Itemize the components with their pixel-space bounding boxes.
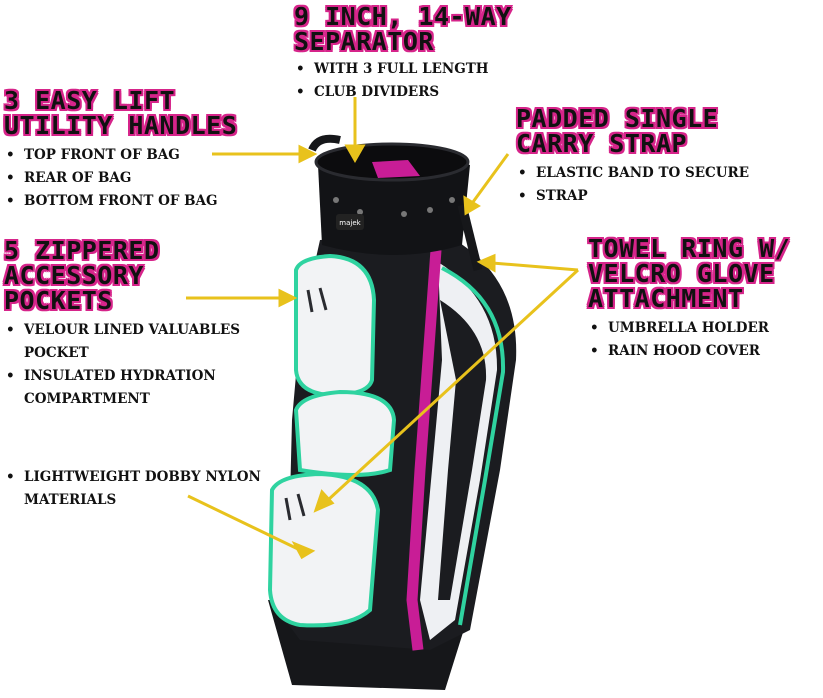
bullet-item: With 3 full length xyxy=(294,58,512,81)
heading-line: Carry Strap xyxy=(516,129,688,158)
callout-separator: 9 Inch, 14-Way Separator With 3 full len… xyxy=(294,4,512,104)
bag-side-stripe xyxy=(438,300,487,600)
heading-line: 5 Zippered xyxy=(4,236,160,265)
heading-line: Velcro Glove xyxy=(588,259,775,288)
bullet-item: Bottom front of bag xyxy=(4,190,237,213)
callout-handles-bullets: Top front of bag Rear of bag Bottom fron… xyxy=(4,144,237,213)
bullet-item: strap xyxy=(516,185,749,208)
callout-handles: 3 Easy Lift Utility Handles Top front of… xyxy=(4,88,237,213)
callout-towel: Towel Ring w/ Velcro Glove Attachment Um… xyxy=(588,236,790,363)
arrow-separator xyxy=(344,97,366,164)
arrow-towel-a xyxy=(476,253,579,273)
heading-line: Separator xyxy=(294,27,434,56)
bullet-item: Rear of bag xyxy=(4,167,237,190)
bullet-item: club dividers xyxy=(294,81,512,104)
bullet-item: Velour lined valuables xyxy=(4,319,240,342)
callout-materials: Lightweight dobby nylon materials xyxy=(4,460,261,512)
carry-strap xyxy=(457,203,483,272)
callout-strap-heading: Padded Single Carry Strap xyxy=(516,106,749,156)
heading-line: Padded Single xyxy=(516,104,719,133)
heading-line: 9 Inch, 14-Way xyxy=(294,2,512,31)
callout-separator-bullets: With 3 full length club dividers xyxy=(294,58,512,104)
bullet-item: Umbrella holder xyxy=(588,317,790,340)
arrow-materials xyxy=(187,494,316,560)
callout-pockets-bullets: Velour lined valuables pocket Insulated … xyxy=(4,319,240,411)
brand-plate xyxy=(336,214,364,230)
middle-pocket xyxy=(293,389,397,477)
callout-handles-heading: 3 Easy Lift Utility Handles xyxy=(4,88,237,138)
bullet-item: Elastic band to secure xyxy=(516,162,749,185)
bullet-item: Lightweight dobby nylon xyxy=(4,466,261,489)
heading-line: Towel Ring w/ xyxy=(588,234,791,263)
bullet-continuation: materials xyxy=(24,492,117,508)
callout-towel-bullets: Umbrella holder Rain hood cover xyxy=(588,317,790,363)
callout-strap: Padded Single Carry Strap Elastic band t… xyxy=(516,106,749,208)
heading-line: Attachment xyxy=(588,284,744,313)
brand-label: majek xyxy=(339,219,361,227)
heading-line: Pockets xyxy=(4,286,113,315)
arrow-towel-b xyxy=(313,268,580,513)
bullet-item: Top front of bag xyxy=(4,144,237,167)
bag-top-pink-divider xyxy=(372,160,420,178)
bullet-continuation: compartment xyxy=(24,391,150,407)
upper-pocket xyxy=(294,253,377,398)
heading-line: 3 Easy Lift xyxy=(4,86,176,115)
callout-strap-bullets: Elastic band to secure strap xyxy=(516,162,749,208)
bullet-continuation: pocket xyxy=(24,345,89,361)
arrow-strap xyxy=(463,153,510,216)
callout-materials-bullets: Lightweight dobby nylon materials xyxy=(4,466,261,512)
callout-separator-heading: 9 Inch, 14-Way Separator xyxy=(294,4,512,54)
top-handle xyxy=(308,134,341,152)
callout-towel-heading: Towel Ring w/ Velcro Glove Attachment xyxy=(588,236,790,311)
arrow-pockets xyxy=(186,288,298,308)
zipper-pulls xyxy=(284,287,328,521)
callout-pockets: 5 Zippered Accessory Pockets Velour line… xyxy=(4,238,240,411)
heading-line: Accessory xyxy=(4,261,144,290)
collar-rivets xyxy=(333,197,455,217)
bullet-item: Rain hood cover xyxy=(588,340,790,363)
bullet-item: Insulated hydration xyxy=(4,365,240,388)
heading-line: Utility Handles xyxy=(4,111,238,140)
lower-pocket xyxy=(267,471,381,628)
bag-pink-zipper xyxy=(406,249,442,651)
callout-pockets-heading: 5 Zippered Accessory Pockets xyxy=(4,238,240,313)
bag-teal-trim-right xyxy=(441,266,506,626)
